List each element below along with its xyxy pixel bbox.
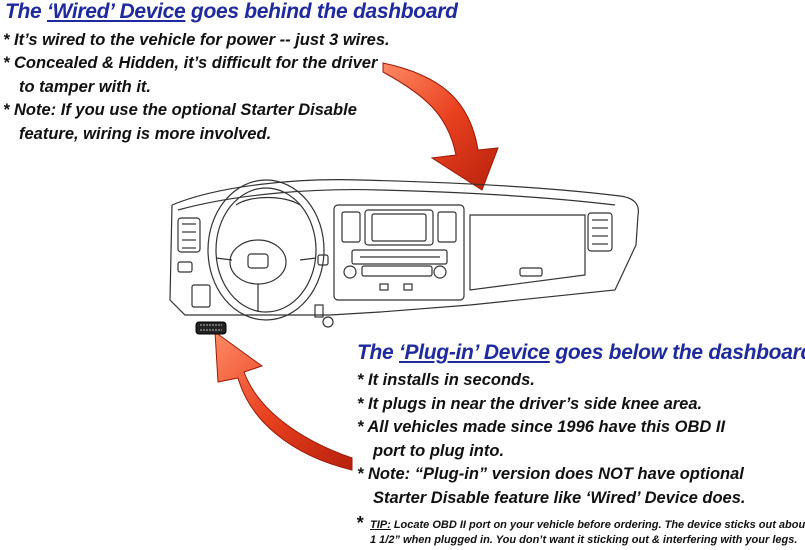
tip-star: * <box>356 513 364 533</box>
tip-label: TIP: <box>370 519 391 531</box>
wired-heading: The ‘Wired’ Device goes behind the dashb… <box>5 0 458 24</box>
wired-line-5: feature, wiring is more involved. <box>19 125 272 143</box>
plugin-line-5: * Note: “Plug-in” version does NOT have … <box>357 465 744 483</box>
plugin-heading-pre: The <box>357 341 399 364</box>
dashboard-line-art <box>169 179 640 328</box>
tip-line-1: TIP: Locate OBD II port on your vehicle … <box>370 518 805 533</box>
plugin-line-4: port to plug into. <box>373 442 505 460</box>
plugin-heading-link: ‘Plug-in’ Device <box>398 341 550 364</box>
wired-line-2: * Concealed & Hidden, it’s difficult for… <box>3 54 378 72</box>
arrow-behind-dashboard <box>382 62 499 191</box>
tip-text-1: Locate OBD II port on your vehicle befor… <box>390 519 805 531</box>
wired-line-3: to tamper with it. <box>19 78 151 96</box>
plugin-line-6: Starter Disable feature like ‘Wired’ Dev… <box>373 489 746 507</box>
plugin-heading-post: goes below the dashboard <box>549 341 805 364</box>
wired-heading-post: goes behind the dashboard <box>185 0 458 23</box>
tip-line-2: 1 1/2” when plugged in. You don’t want i… <box>370 534 798 546</box>
plugin-line-3: * All vehicles made since 1996 have this… <box>357 418 726 436</box>
arrow-below-dashboard <box>214 330 353 471</box>
plugin-line-1: * It installs in seconds. <box>357 371 535 389</box>
wired-heading-link: ‘Wired’ Device <box>46 0 186 23</box>
plugin-heading: The ‘Plug-in’ Device goes below the dash… <box>357 341 805 365</box>
plugin-line-2: * It plugs in near the driver’s side kne… <box>357 395 703 413</box>
wired-line-4: * Note: If you use the optional Starter … <box>3 101 357 119</box>
obd-port <box>195 321 227 335</box>
wired-heading-pre: The <box>5 0 47 23</box>
wired-line-1: * It’s wired to the vehicle for power --… <box>3 31 390 49</box>
